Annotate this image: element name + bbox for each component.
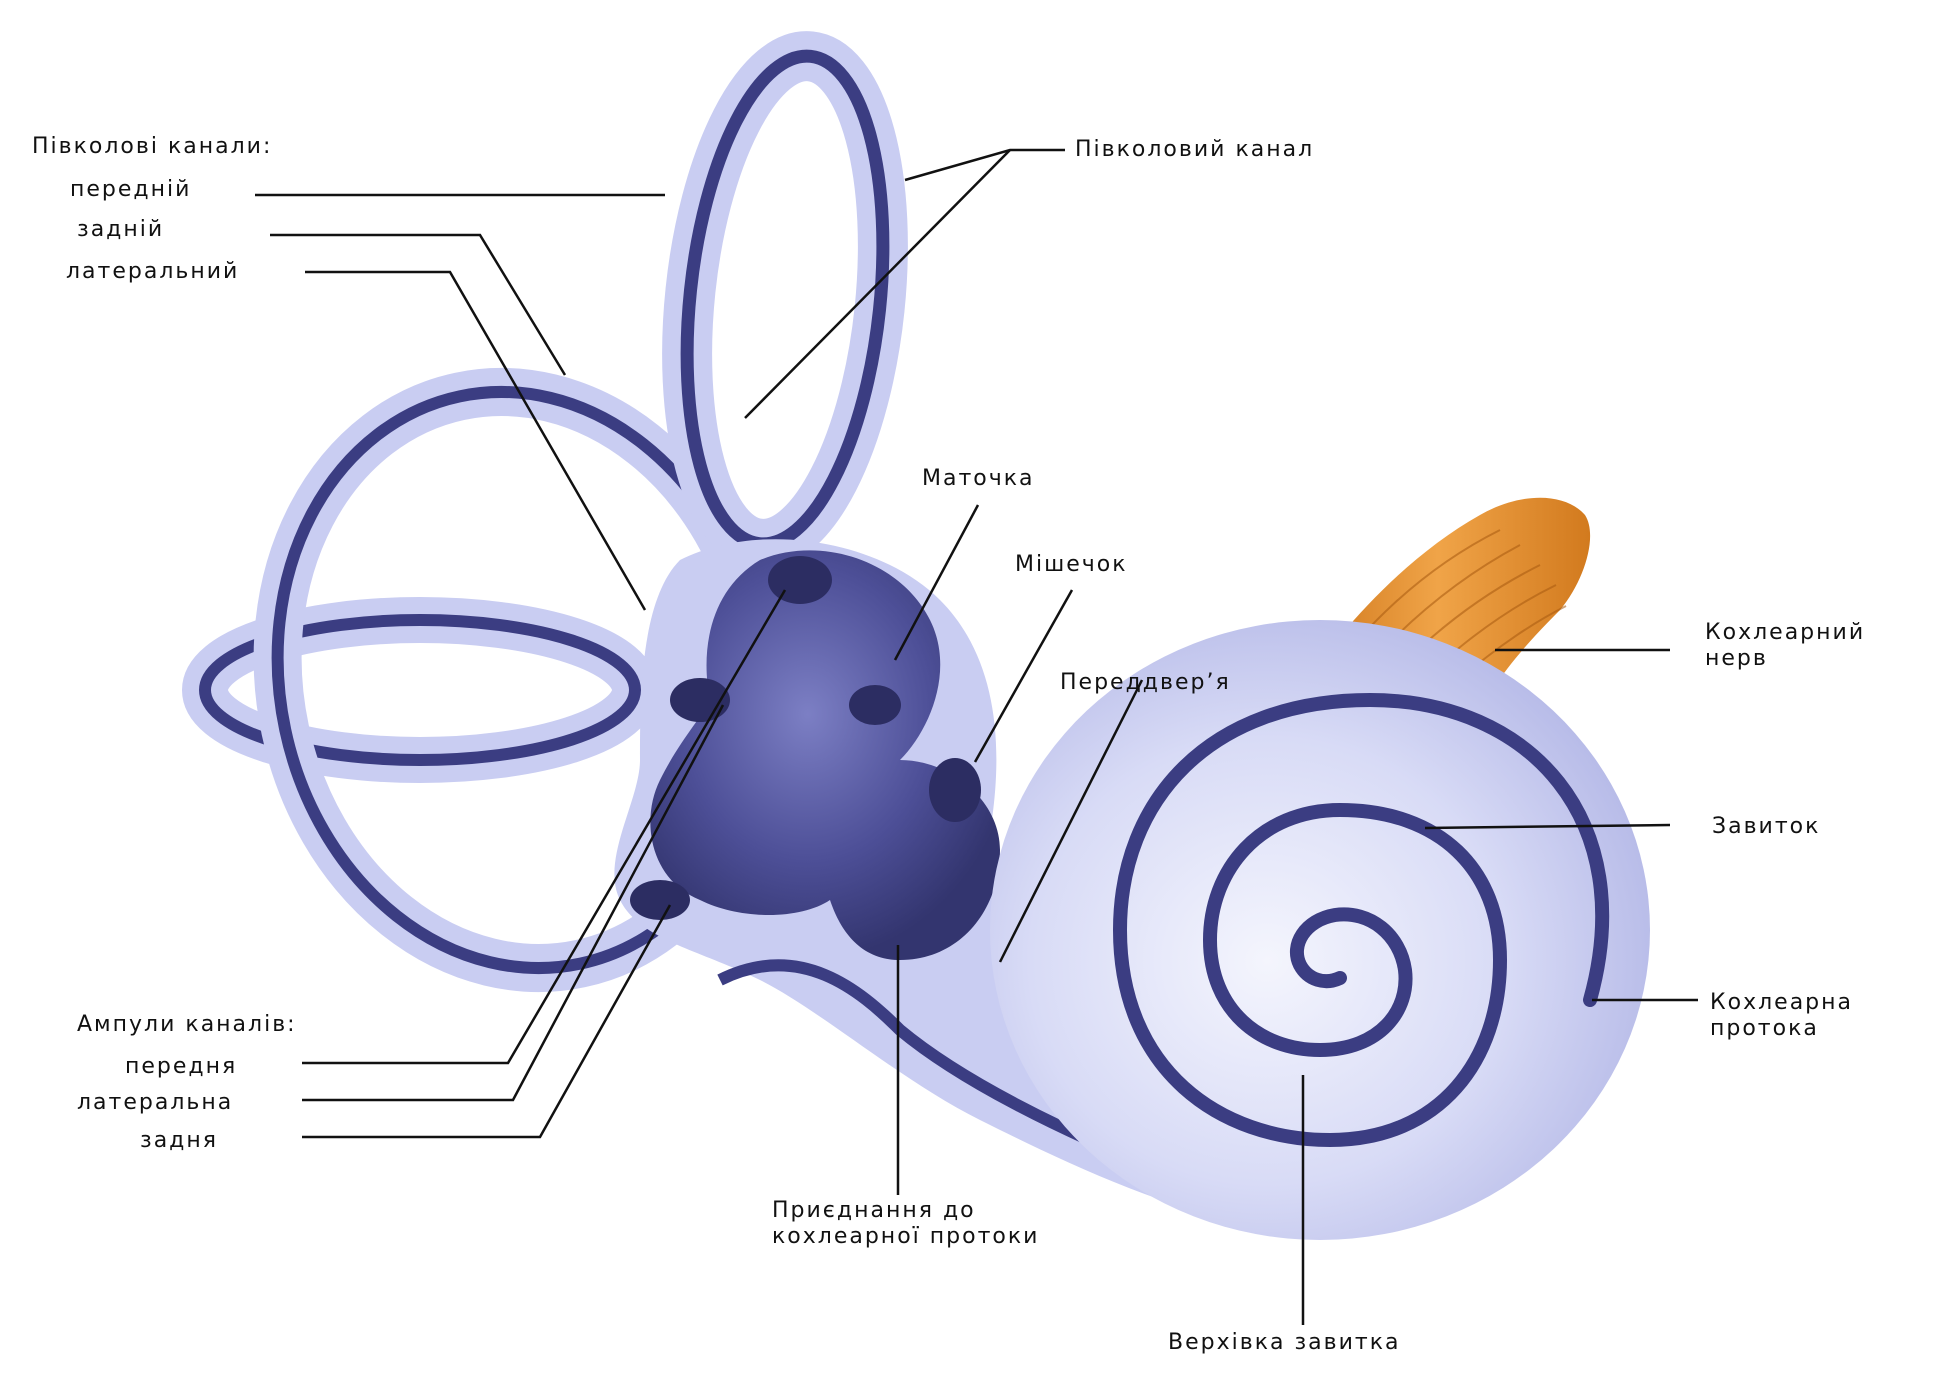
lateral-canal-shape <box>182 597 658 783</box>
line-utricle <box>893 504 980 661</box>
lateral-canal-label: латеральний <box>66 259 240 284</box>
utricle-label: Маточка <box>922 466 1035 491</box>
ampullae-title: Ампули каналів: <box>77 1012 297 1037</box>
cochlea-label: Завиток <box>1712 814 1821 839</box>
line-semicircular-canal-2 <box>744 149 1011 419</box>
line-posterior-canal <box>270 233 567 376</box>
anterior-canal-label: передній <box>70 177 192 202</box>
line-cochlea <box>1424 823 1671 830</box>
posterior-ampulla-label: задня <box>140 1128 219 1153</box>
cochlear-nerve-label: Кохлеарний нерв <box>1705 620 1866 671</box>
lateral-ampulla-label: латеральна <box>77 1090 234 1115</box>
saccule-label: Мішечок <box>1015 552 1128 577</box>
line-saccule <box>973 589 1074 763</box>
cochlea-apex-label: Верхівка завитка <box>1168 1330 1401 1355</box>
line-anterior-ampulla <box>302 589 787 1065</box>
semicircular-canals-title: Півколові канали: <box>32 134 273 159</box>
cochlear-duct-label: Кохлеарна протока <box>1710 990 1854 1041</box>
cochlea-shape <box>990 620 1650 1240</box>
anterior-ampulla-label: передня <box>125 1054 238 1079</box>
line-lateral-ampulla <box>302 704 725 1102</box>
semicircular-canal-label: Півколовий канал <box>1075 137 1315 162</box>
vestibule-label: Переддвер’я <box>1060 670 1231 695</box>
line-lateral-canal <box>305 270 647 611</box>
connection-to-duct-label: Приєднання до кохлеарної протоки <box>772 1198 1040 1249</box>
posterior-canal-label: задній <box>77 217 165 242</box>
line-vestibule <box>998 679 1144 963</box>
line-posterior-ampulla <box>302 904 672 1139</box>
